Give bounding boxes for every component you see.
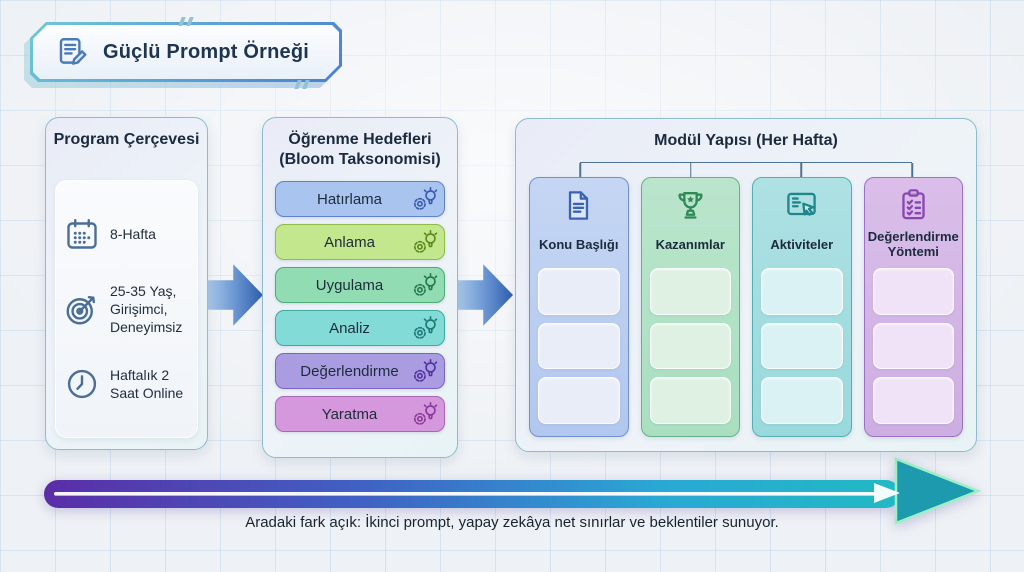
bloom-row-label: Anlama <box>324 233 375 251</box>
gear-bulb-icon <box>411 315 440 341</box>
program-item-audience: 25-35 Yaş, Girişimci, Deneyimsiz <box>64 282 189 337</box>
timeline-arrow <box>44 457 982 525</box>
bloom-row-label: Yaratma <box>321 405 378 423</box>
caption-text: Aradaki fark açık: İkinci prompt, yapay … <box>245 514 779 531</box>
empty-slot <box>761 268 843 315</box>
program-item-label: Haftalık 2 Saat Online <box>110 366 184 402</box>
bracket-connector <box>579 162 913 178</box>
bloom-row-create: Yaratma <box>275 396 445 432</box>
empty-slot <box>761 322 843 370</box>
empty-slot <box>761 377 843 425</box>
bloom-panel: Öğrenme Hedefleri (Bloom Taksonomisi) Ha… <box>262 117 458 458</box>
empty-slot <box>649 377 731 425</box>
bloom-row-understand: Anlama <box>275 224 445 260</box>
module-panel: Modül Yapısı (Her Hafta) Konu Başlığı <box>515 118 977 452</box>
gear-bulb-icon <box>411 401 440 427</box>
program-item-duration: 8-Hafta <box>64 216 189 252</box>
gear-bulb-icon <box>411 229 440 255</box>
program-item-label: 25-35 Yaş, Girişimci, Deneyimsiz <box>110 282 183 335</box>
empty-slot <box>649 268 731 315</box>
module-panel-title: Modül Yapısı (Her Hafta) <box>654 132 838 149</box>
bloom-rows: Hatırlama Anlama <box>275 181 445 432</box>
program-item-schedule: Haftalık 2 Saat Online <box>64 366 189 402</box>
empty-slot <box>538 322 620 370</box>
target-icon <box>64 291 100 327</box>
program-panel: Program Çerçevesi 8-Hafta <box>45 117 208 450</box>
timeline-arrowhead <box>894 457 982 525</box>
empty-slot <box>649 322 731 370</box>
module-slots <box>753 266 851 436</box>
gear-bulb-icon <box>411 358 440 384</box>
flow-arrow-1 <box>201 264 263 326</box>
module-column-activities: Aktiviteler <box>752 177 852 437</box>
module-slots <box>642 266 740 436</box>
gear-bulb-icon <box>411 186 440 212</box>
bloom-row-analyze: Analiz <box>275 310 445 346</box>
bloom-panel-title: Öğrenme Hedefleri (Bloom Taksonomisi) <box>279 131 441 168</box>
empty-slot <box>872 377 954 425</box>
module-column-assessment: Değerlendirme Yöntemi <box>863 177 963 437</box>
module-column-topic: Konu Başlığı <box>529 177 629 437</box>
document-icon <box>530 178 628 224</box>
bloom-row-label: Değerlendirme <box>300 362 399 380</box>
module-column-label: Konu Başlığı <box>539 236 619 252</box>
module-column-outcomes: Kazanımlar <box>640 177 740 437</box>
gear-bulb-icon <box>411 272 440 298</box>
trophy-icon <box>642 178 740 224</box>
browser-click-icon <box>753 178 851 224</box>
bloom-row-evaluate: Değerlendirme <box>275 353 445 389</box>
bloom-row-remember: Hatırlama <box>275 181 445 217</box>
page-title: Güçlü Prompt Örneği <box>103 40 310 63</box>
empty-slot <box>538 377 620 425</box>
module-slots <box>530 266 628 436</box>
calendar-icon <box>64 216 100 252</box>
module-column-label: Kazanımlar <box>655 236 725 252</box>
bloom-row-label: Analiz <box>329 319 370 337</box>
program-card: 8-Hafta 25-35 Yaş, Girişimci, Deneyimsiz <box>55 180 198 438</box>
module-slots <box>865 266 963 436</box>
bloom-row-apply: Uygulama <box>275 267 445 303</box>
bloom-row-label: Hatırlama <box>316 190 383 208</box>
empty-slot <box>872 322 954 370</box>
clock-icon <box>64 366 100 402</box>
module-column-label: Değerlendirme Yöntemi <box>867 229 959 259</box>
program-panel-title: Program Çerçevesi <box>53 131 200 148</box>
empty-slot <box>538 268 620 315</box>
flow-arrow-2 <box>451 264 513 326</box>
bloom-row-label: Uygulama <box>315 276 384 294</box>
module-column-label: Aktiviteler <box>770 236 834 252</box>
clipboard-check-icon <box>865 178 963 224</box>
module-columns: Konu Başlığı Kazanımlar <box>529 177 963 437</box>
empty-slot <box>872 268 954 315</box>
document-edit-icon <box>56 35 90 69</box>
title-badge: Güçlü Prompt Örneği <box>30 17 342 89</box>
program-item-label: 8-Hafta <box>110 225 156 242</box>
badge-frame: Güçlü Prompt Örneği <box>30 22 342 82</box>
